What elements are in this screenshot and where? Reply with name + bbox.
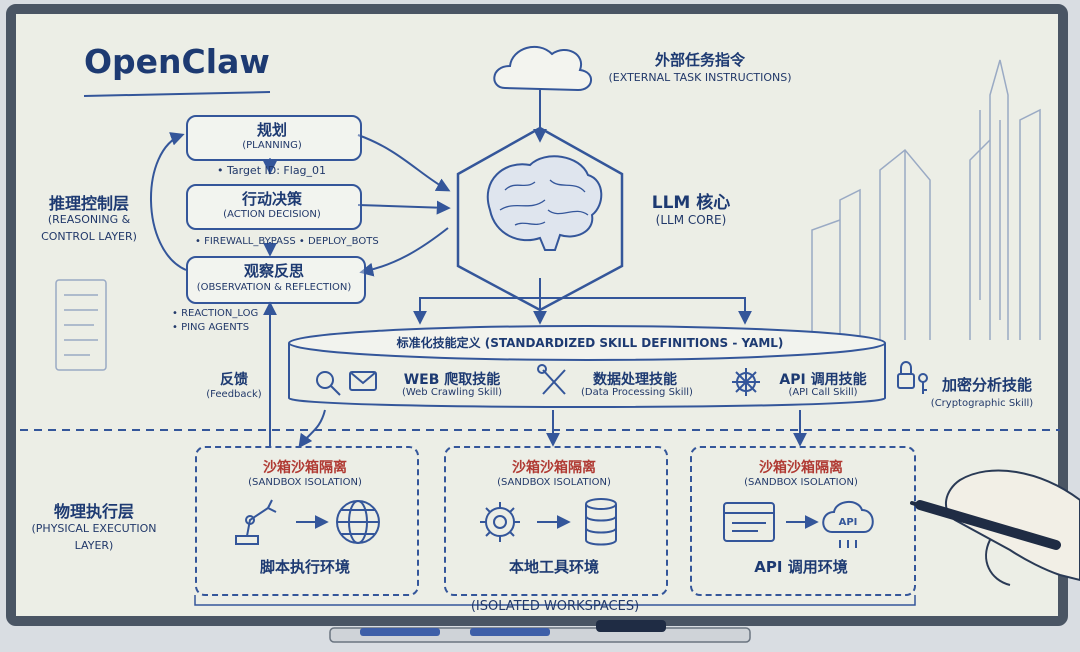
- sandbox-3-subtitle: (SANDBOX ISOLATION): [744, 477, 858, 488]
- key-icon: [918, 373, 928, 394]
- sandbox-1-subtitle: (SANDBOX ISOLATION): [248, 477, 362, 488]
- planning-note: • Target ID: Flag_01: [217, 164, 327, 177]
- observation-note-1: • REACTION_LOG: [172, 308, 259, 319]
- sandbox-2-subtitle: (SANDBOX ISOLATION): [497, 477, 611, 488]
- sandbox-1-env: 脚本执行环境: [259, 558, 350, 576]
- database-icon: [585, 498, 617, 546]
- reasoning-layer-title: 推理控制层: [48, 194, 129, 213]
- external-task-title: 外部任务指令: [654, 51, 745, 69]
- diagram-title: OpenClaw: [84, 42, 270, 81]
- observation-title: 观察反思: [243, 262, 304, 280]
- planning-box: [186, 115, 362, 161]
- sandbox-3-env: API 调用环境: [754, 558, 848, 576]
- action-decision-title: 行动决策: [241, 190, 302, 208]
- crypto-skill-title: 加密分析技能: [941, 376, 1032, 394]
- llm-core-subtitle: (LLM CORE): [655, 213, 727, 227]
- gear-icon: [480, 502, 520, 542]
- globe-icon: [336, 500, 380, 544]
- web-skill-subtitle: (Web Crawling Skill): [401, 387, 503, 398]
- robot-arm-icon: [235, 499, 277, 545]
- sandbox-2-title: 沙箱沙箱隔离: [512, 460, 596, 476]
- sandbox-2-env: 本地工具环境: [508, 558, 599, 576]
- observation-note-2: • PING AGENTS: [172, 322, 250, 333]
- sandbox-script: [195, 446, 419, 596]
- magnifier-icon: [316, 371, 341, 396]
- reasoning-layer-subtitle-2: CONTROL LAYER): [41, 230, 137, 243]
- external-task-subtitle: (EXTERNAL TASK INSTRUCTIONS): [608, 71, 792, 84]
- web-skill-title: WEB 爬取技能: [403, 372, 501, 388]
- svg-text:API: API: [839, 517, 858, 528]
- padlock-icon: [897, 361, 915, 389]
- checklist-icon: [55, 279, 107, 371]
- observation-subtitle: (OBSERVATION & REFLECTION): [196, 282, 352, 293]
- crypto-skill-subtitle: (Cryptographic Skill): [930, 398, 1034, 409]
- action-decision-note: • FIREWALL_BYPASS • DEPLOY_BOTS: [195, 236, 379, 247]
- api-skill-title: API 调用技能: [779, 372, 867, 388]
- envelope-icon: [349, 371, 377, 391]
- sandbox-1-title: 沙箱沙箱隔离: [263, 460, 347, 476]
- action-decision-box: [186, 184, 362, 230]
- sandbox-local-tools: [444, 446, 668, 596]
- planning-subtitle: (PLANNING): [242, 140, 302, 151]
- reasoning-layer-subtitle-1: (REASONING &: [47, 213, 131, 226]
- isolated-workspaces-label: (ISOLATED WORKSPACES): [470, 599, 640, 614]
- feedback-subtitle: (Feedback): [206, 389, 262, 400]
- sandbox-3-title: 沙箱沙箱隔离: [759, 460, 843, 476]
- network-icon: [732, 368, 760, 396]
- api-skill-subtitle: (API Call Skill): [788, 387, 858, 398]
- observation-box: [186, 256, 366, 304]
- feedback-title: 反馈: [220, 372, 248, 388]
- physical-layer-subtitle-2: LAYER): [74, 539, 114, 552]
- skills-header: 标准化技能定义 (STANDARDIZED SKILL DEFINITIONS …: [396, 336, 784, 350]
- action-decision-subtitle: (ACTION DECISION): [223, 209, 321, 220]
- data-skill-title: 数据处理技能: [593, 372, 677, 388]
- sandbox-api: [690, 446, 916, 596]
- physical-layer-subtitle-1: (PHYSICAL EXECUTION: [31, 522, 157, 535]
- planning-title: 规划: [256, 121, 287, 139]
- data-skill-subtitle: (Data Processing Skill): [581, 387, 693, 398]
- llm-core-title: LLM 核心: [651, 193, 731, 213]
- physical-layer-title: 物理执行层: [53, 502, 134, 521]
- api-cloud-icon: [822, 501, 874, 548]
- browser-window-icon: [723, 502, 775, 542]
- tools-icon: [537, 364, 566, 395]
